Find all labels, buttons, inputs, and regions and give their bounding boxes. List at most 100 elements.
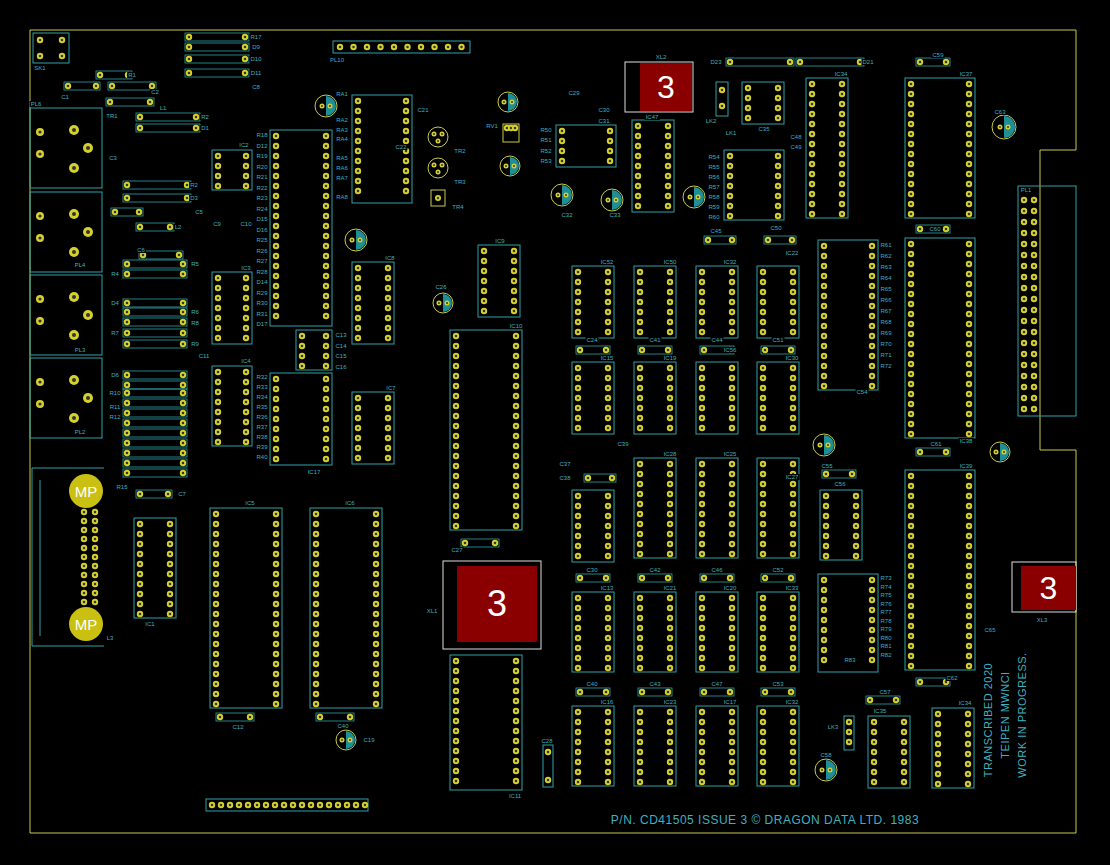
solder-pad [729,655,735,661]
pad-hole [701,637,704,640]
solder-pad [364,44,370,50]
pad-hole [315,613,318,616]
solder-pad [242,56,248,62]
solder-pad [59,37,65,43]
solder-pad [323,343,329,349]
solder-pad [908,261,914,267]
solder-pad [453,678,459,684]
solder-pad [243,153,249,159]
solder-pad [908,533,914,539]
pad-hole [275,305,278,308]
pad-hole [182,452,185,455]
pad-hole [667,145,670,148]
solder-pad [908,401,914,407]
solder-pad [699,365,705,371]
pad-hole [352,46,355,49]
pad-hole [607,397,610,400]
solder-pad [809,131,815,137]
pad-hole [405,130,408,133]
solder-pad [299,333,305,339]
pad-hole [701,781,704,784]
pad-hole [455,670,458,673]
solder-pad [667,615,673,621]
solder-pad [635,173,641,179]
solder-pad [637,739,643,745]
header-outline [333,41,470,53]
pad-hole [139,493,142,496]
pad-hole [792,397,795,400]
pad-hole [83,520,86,523]
solder-pad [760,501,766,507]
solder-pad [93,83,99,89]
pad-hole [729,155,732,158]
solder-pad [458,44,464,50]
solder-pad [273,313,279,319]
pad-hole [841,133,844,136]
pad-hole [731,331,734,334]
solder-pad [760,471,766,477]
pad-hole [357,427,360,430]
pad-hole [607,731,610,734]
pad-hole [701,771,704,774]
solder-pad [966,553,972,559]
pad-hole [910,545,913,548]
ic-footprint [450,655,522,790]
solder-pad [839,181,845,187]
solder-pad [323,436,329,442]
pad-hole [910,263,913,266]
solder-pad [92,554,98,560]
solder-pad [790,511,796,517]
solder-pad [215,173,221,179]
solder-pad [323,406,329,412]
pad-hole [315,573,318,576]
pad-hole [968,313,971,316]
solder-pad [966,241,972,247]
solder-pad [308,802,314,808]
pad-hole [357,407,360,410]
solder-pad [69,163,79,173]
pad-hole [215,643,218,646]
pad-hole [669,533,672,536]
pad-hole [325,295,328,298]
pad-hole [729,691,732,694]
capacitor-outline [185,69,249,77]
pad-hole [325,448,328,451]
capacitor-outline [106,98,154,106]
solder-pad [513,423,519,429]
solder-pad [665,163,671,169]
solder-pad [373,511,379,517]
pad-hole [910,323,913,326]
pad-hole [667,155,670,158]
solder-pad [355,425,361,431]
pad-hole [669,543,672,546]
solder-pad [966,321,972,327]
pad-hole [669,483,672,486]
solder-pad [745,95,751,101]
capacitor-outline [638,688,672,696]
pad-hole [38,214,41,217]
solder-pad [667,385,673,391]
solder-pad [167,611,173,617]
pad-hole [639,711,642,714]
pad-hole [731,647,734,650]
solder-pad [605,749,611,755]
ic-footprint [212,272,252,344]
solder-pad [667,461,673,467]
pad-hole [513,270,516,273]
capacitor-outline [123,439,187,447]
ic-footprint [352,95,412,203]
solder-pad [908,241,914,247]
pad-hole [607,311,610,314]
pad-hole [215,693,218,696]
solder-pad [699,551,705,557]
pad-hole [455,375,458,378]
pad-hole [669,597,672,600]
pad-hole [667,349,670,352]
solder-pad [373,521,379,527]
pad-hole [61,39,64,42]
solder-pad [273,581,279,587]
solder-pad [481,258,487,264]
header-outline [206,799,368,811]
solder-pad [729,749,735,755]
pad-hole [83,574,86,577]
